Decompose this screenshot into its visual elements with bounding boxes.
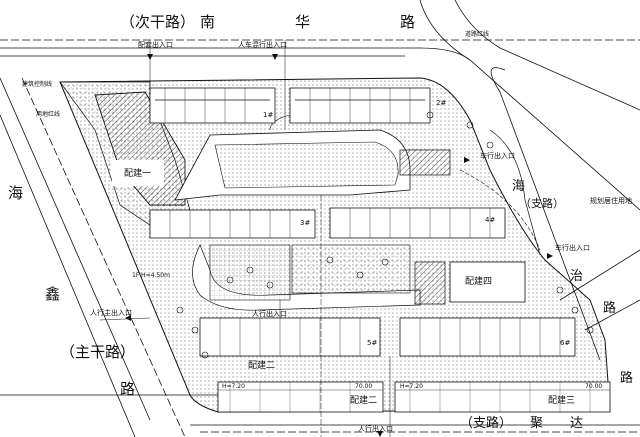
road-right-char3: 路: [603, 301, 617, 316]
road-top-char2: 华: [295, 13, 311, 31]
building-5-label: 5#: [367, 339, 378, 347]
pedestrian-entrance-mid-label: 人行出入口: [252, 310, 287, 318]
right-block: [399, 149, 451, 176]
road-bottom-char2: 达: [570, 416, 584, 431]
distribution-2-label: 配建二: [248, 361, 276, 371]
trees: [176, 111, 594, 359]
road-right-class: （支路）: [520, 197, 564, 210]
vehicle-entrance-right2-label: 车行出入口: [555, 244, 590, 252]
building-1-label: 1#: [263, 111, 274, 119]
elevation-c: 70.00: [355, 383, 373, 390]
road-bottom-char3: 路: [620, 371, 634, 386]
building-3-label: 3#: [300, 219, 311, 227]
pedestrian-entrance-bottom-label: 人行出入口: [358, 425, 393, 433]
red-line-label: 道路红线: [465, 31, 490, 38]
road-right-char1: 海: [512, 179, 526, 194]
distribution-2b-label: 配建二: [350, 396, 378, 406]
building-line-label: 建筑控制线: [22, 81, 53, 88]
elevation-d: 70.00: [585, 383, 603, 390]
road-bottom-class: （支路）: [460, 416, 513, 431]
building-row-bottom: [199, 317, 576, 357]
building-row-top: [149, 87, 431, 124]
distribution-main-label: 配建四: [465, 277, 493, 287]
road-top-char3: 路: [400, 13, 416, 31]
road-right-char2: 治: [570, 269, 584, 284]
building-4-label: 4#: [485, 216, 496, 224]
floor-note: 1F H=4.50m: [132, 272, 170, 279]
building-2-label: 2#: [436, 99, 447, 107]
pedestrian-entrance-left-label: 人行主出入口: [90, 309, 132, 317]
building-row-middle: [149, 207, 506, 239]
elevation-b: H=7.20: [400, 383, 423, 390]
road-left-class: （主干路）: [60, 343, 136, 361]
road-top-class: （次干路）: [120, 13, 196, 31]
setback-line-label: 用地红线: [36, 111, 61, 118]
road-left-char3: 路: [120, 380, 136, 398]
bottom-strip: [217, 381, 611, 413]
road-top-char1: 南: [200, 13, 216, 31]
distribution-3-label: 配建三: [548, 396, 576, 406]
elevation-a: H=7.20: [222, 383, 245, 390]
road-left-char1: 海: [8, 184, 24, 202]
delivery-entrance-label: 配套出入口: [138, 41, 173, 49]
road-bottom-char1: 聚: [530, 416, 544, 431]
distribution-building-4: [449, 261, 526, 303]
vehicle-entrance-top-label: 人车混行出入口: [238, 41, 287, 49]
distribution-1-label: 配建一: [124, 169, 152, 179]
building-6-label: 6#: [560, 339, 571, 347]
vehicle-entrance-right-label: 车行出入口: [480, 152, 515, 160]
planned-residential-label: 规划居住用地: [590, 197, 632, 205]
road-left-char2: 鑫: [45, 285, 61, 303]
